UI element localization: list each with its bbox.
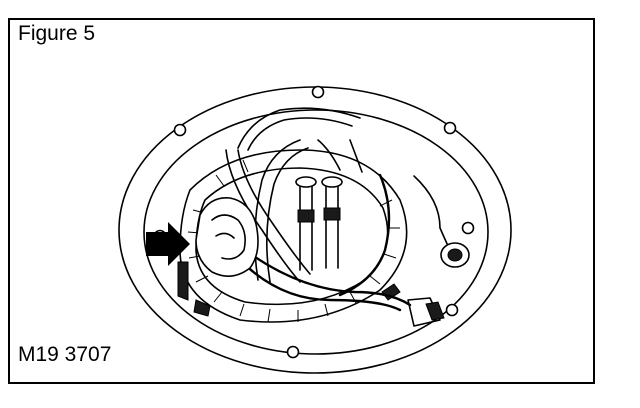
pump-connector [195,197,259,277]
figure-title: Figure 5 [18,22,96,45]
pointer-arrow [146,222,190,266]
wiring-harness [238,173,470,327]
bolt-holes [153,85,475,359]
pump-tubes [225,107,363,283]
figure-code: M19 3707 [18,343,112,366]
figure-frame [8,18,595,384]
tank-flange-inner [143,109,489,355]
